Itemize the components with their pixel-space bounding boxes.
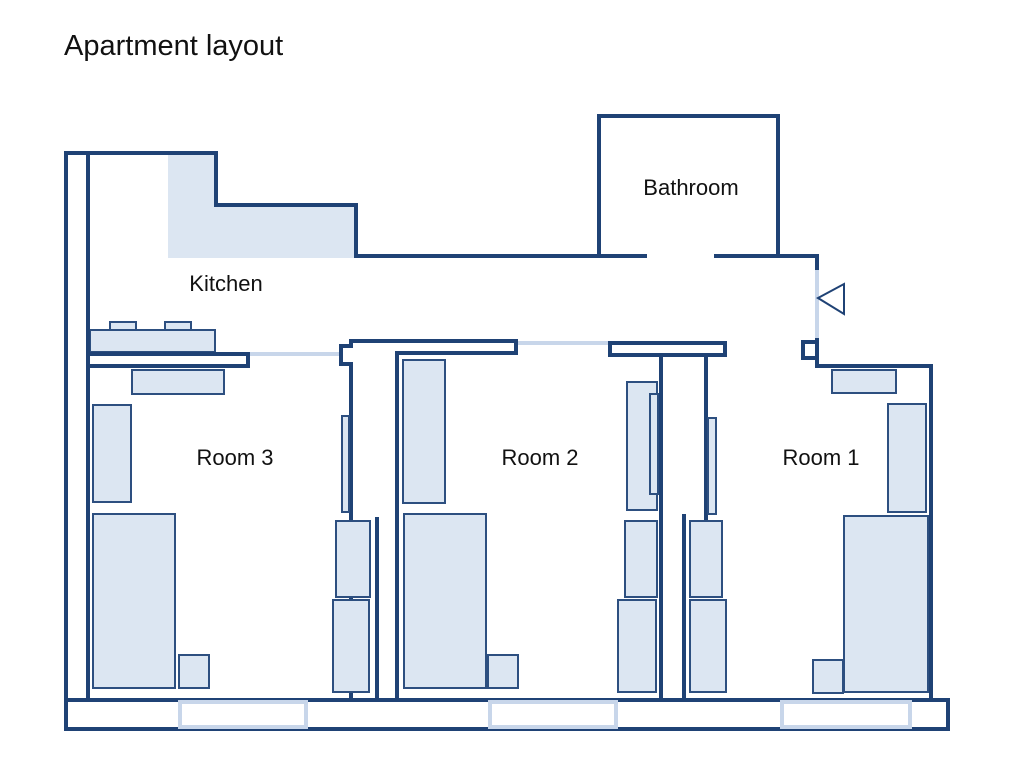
entrance-arrow-icon bbox=[815, 282, 845, 316]
bathroom-label: Bathroom bbox=[643, 175, 738, 200]
stove-burner-left bbox=[109, 321, 137, 331]
stove-burner-right bbox=[164, 321, 192, 331]
room3-label: Room 3 bbox=[196, 445, 273, 470]
room2-furniture bbox=[402, 359, 659, 693]
room1-label: Room 1 bbox=[782, 445, 859, 470]
room2-label: Room 2 bbox=[501, 445, 578, 470]
page-title: Apartment layout bbox=[64, 30, 284, 62]
room3-furniture bbox=[92, 369, 371, 693]
kitchen-label: Kitchen bbox=[189, 271, 262, 296]
windows bbox=[178, 270, 912, 729]
room1-furniture bbox=[689, 369, 929, 694]
kitchen-stove bbox=[89, 329, 216, 353]
